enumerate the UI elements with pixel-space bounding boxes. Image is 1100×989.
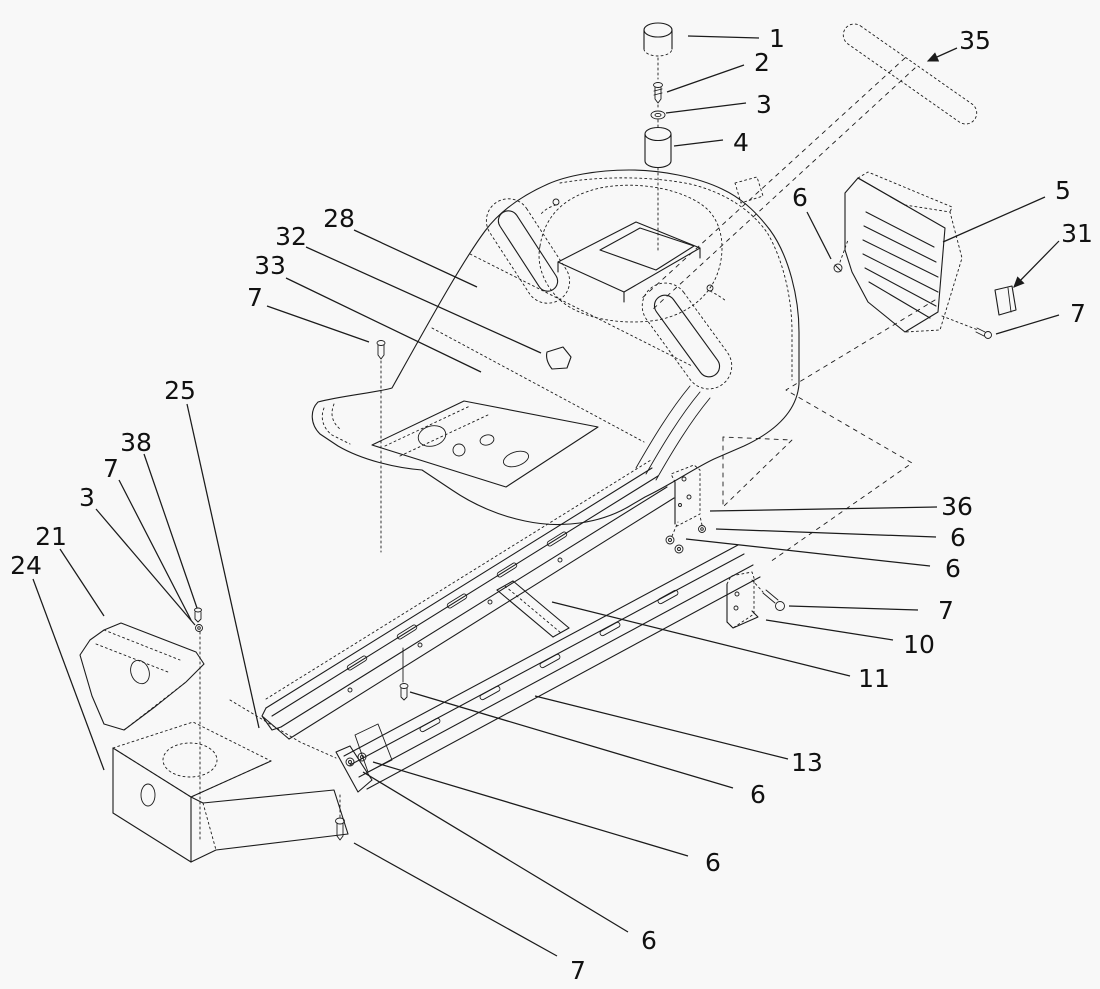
leader-line-3-top <box>665 102 747 114</box>
vent-slats <box>862 211 939 319</box>
callout-7-left: 7 <box>103 454 119 483</box>
screw-2-icon <box>653 82 663 104</box>
callout-36: 36 <box>941 492 973 521</box>
callout-35: 35 <box>959 26 991 55</box>
phantom-alignment-lines <box>639 57 936 563</box>
leader-line-5 <box>942 196 1046 243</box>
callout-38: 38 <box>120 428 152 457</box>
leader-line-4 <box>673 139 724 147</box>
leader-line-11 <box>551 601 851 677</box>
fasteners-near-36 <box>665 515 706 554</box>
screw-7-icon <box>941 315 992 339</box>
leader-line-6-bottom-2 <box>372 761 689 857</box>
part-bracket-21 <box>79 622 205 731</box>
part-side-panel <box>833 171 1017 339</box>
leader-line-1 <box>687 35 760 39</box>
leader-line-6-right-1 <box>715 528 937 538</box>
callout-6-right-2: 6 <box>945 554 961 583</box>
callout-28: 28 <box>323 204 355 233</box>
leader-line-7-upper-left <box>266 305 370 343</box>
frame-assembly <box>229 459 785 841</box>
callout-4: 4 <box>733 128 749 157</box>
leader-line-7-left <box>118 479 192 621</box>
leader-line-10 <box>765 619 894 641</box>
fasteners-38-3 <box>194 607 203 843</box>
callout-7-upper-left: 7 <box>247 283 263 312</box>
callout-6-bottom-3: 6 <box>641 926 657 955</box>
part-fender-body <box>311 169 800 553</box>
left-grip-slot <box>485 198 571 304</box>
part-frame-box-24 <box>112 721 349 863</box>
leader-line-32 <box>305 246 542 354</box>
callout-3-top: 3 <box>756 90 772 119</box>
part-cross-member <box>496 580 570 638</box>
leader-line-3-left <box>95 508 196 626</box>
callout-25: 25 <box>164 376 196 405</box>
leader-line-24 <box>32 578 105 771</box>
leader-line-36 <box>709 506 938 512</box>
leader-line-38 <box>143 453 198 609</box>
callout-21: 21 <box>35 522 67 551</box>
callout-31: 31 <box>1061 219 1093 248</box>
leader-line-31 <box>1013 240 1060 288</box>
leader-line-7-bottom <box>353 842 558 957</box>
callout-10: 10 <box>903 630 935 659</box>
part-frame-rail-right <box>335 544 761 793</box>
callout-1: 1 <box>769 24 785 53</box>
leader-line-7-right-mid <box>788 605 919 611</box>
part-bracket-36 <box>670 464 701 527</box>
callout-7-bottom: 7 <box>570 956 586 985</box>
callout-3-left: 3 <box>79 483 95 512</box>
callout-6-right-1: 6 <box>950 523 966 552</box>
leader-line-6-top-right <box>806 211 832 260</box>
callout-24: 24 <box>10 551 42 580</box>
decal-plate-31 <box>994 285 1017 316</box>
leader-line-6-bottom-1 <box>409 691 734 789</box>
callouts-layer: 1234355317628323372538732124366671011136… <box>10 24 1093 985</box>
leader-line-28 <box>353 229 478 288</box>
hardware-stack <box>643 22 673 254</box>
washer-3-icon <box>650 110 666 120</box>
callout-32: 32 <box>275 222 307 251</box>
leader-line-6-bottom-3 <box>362 771 629 933</box>
callout-6-bottom-2: 6 <box>705 848 721 877</box>
part-bracket-10 <box>726 571 785 629</box>
part-frame-rail-left <box>261 459 675 740</box>
screw-7-upper-icon <box>376 340 386 553</box>
leader-line-21 <box>59 548 105 617</box>
leader-line-33 <box>285 277 482 373</box>
callout-13: 13 <box>791 748 823 777</box>
callout-7-right-mid: 7 <box>938 596 954 625</box>
spacer-4-icon <box>644 126 672 169</box>
callout-5: 5 <box>1055 176 1071 205</box>
callout-11: 11 <box>858 664 890 693</box>
right-grip-slot <box>641 282 733 390</box>
callout-2: 2 <box>754 48 770 77</box>
console-panel <box>371 400 599 488</box>
leader-line-25 <box>186 403 260 729</box>
callout-7-right-top: 7 <box>1070 299 1086 328</box>
callout-6-bottom-1: 6 <box>750 780 766 809</box>
leader-line-6-right-2 <box>685 538 931 567</box>
leader-line-7-right-top <box>995 314 1060 335</box>
leader-line-35 <box>926 47 958 62</box>
callout-6-top-right: 6 <box>792 183 808 212</box>
screw-6-icon <box>833 239 849 273</box>
callout-33: 33 <box>254 251 286 280</box>
leader-line-13 <box>534 695 789 760</box>
front-bracket-and-fasteners <box>229 647 409 841</box>
left-assembly <box>79 607 349 863</box>
leader-line-2 <box>666 64 745 93</box>
